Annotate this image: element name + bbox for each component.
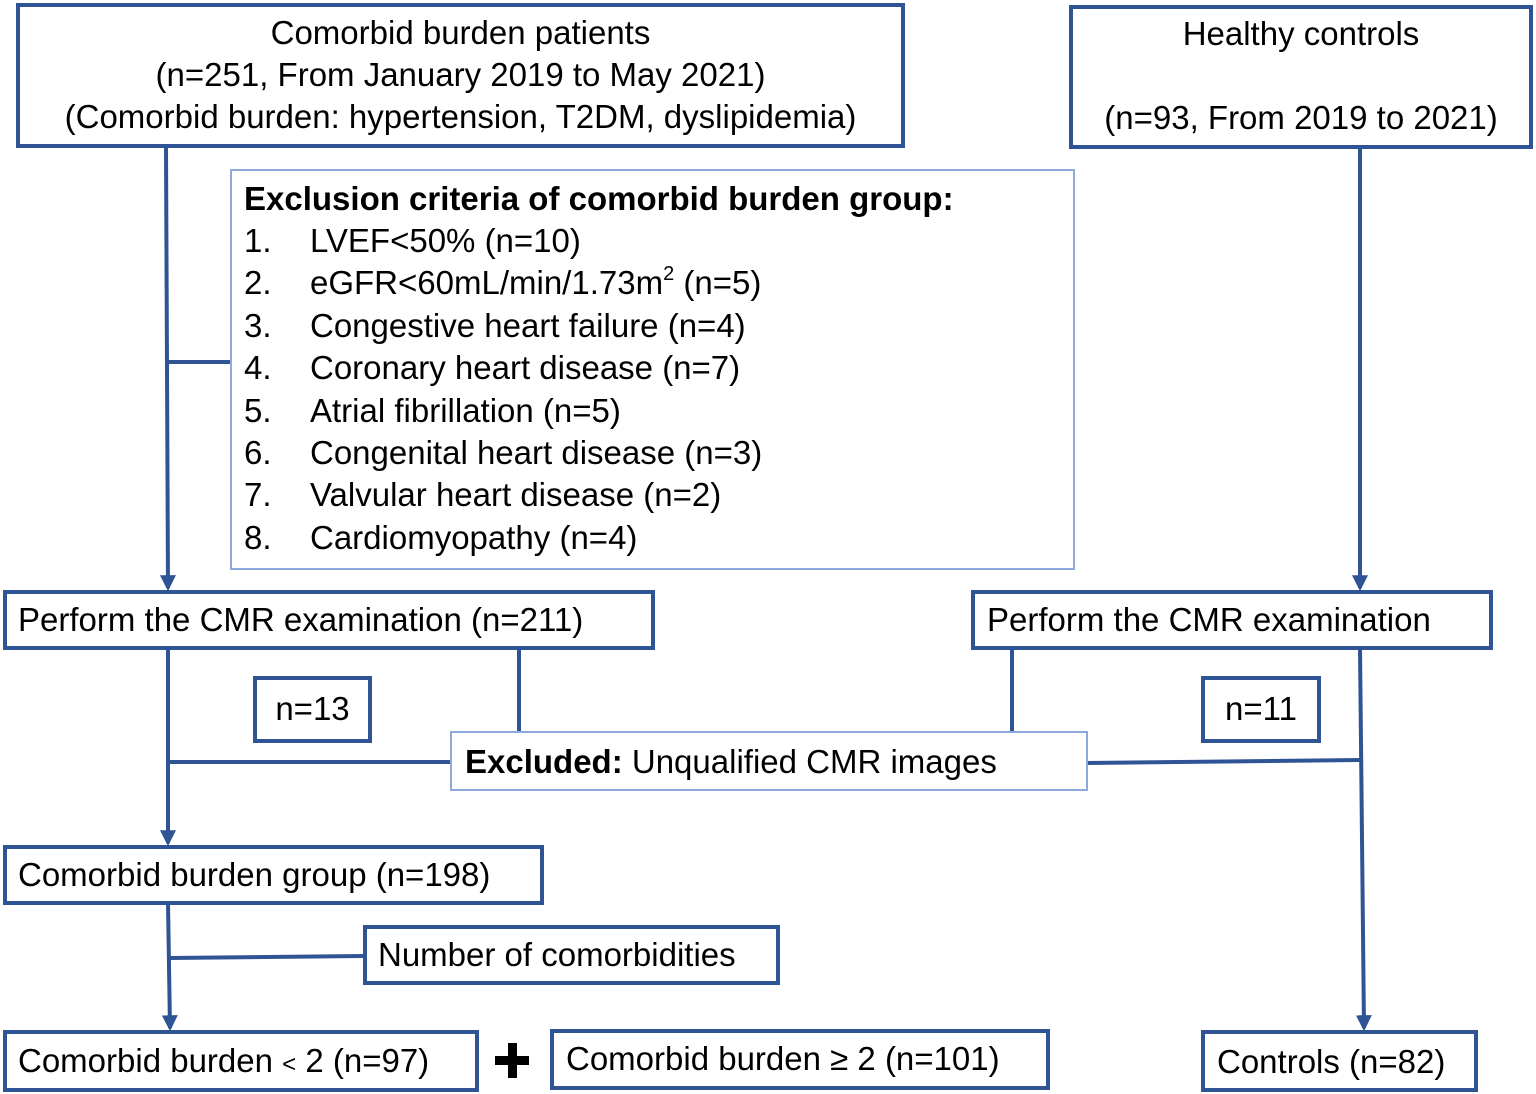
branch-to-number bbox=[168, 954, 364, 960]
cmr-right-label: Perform the CMR examination bbox=[987, 601, 1431, 638]
comorbid-group-box bbox=[3, 845, 544, 905]
patients-box bbox=[16, 3, 905, 148]
cmr-left-box bbox=[3, 590, 655, 650]
controls-final-box bbox=[1201, 1030, 1478, 1092]
patients-comorbidities: (Comorbid burden: hypertension, T2DM, dy… bbox=[64, 98, 857, 135]
comorbid-group-label: Comorbid burden group (n=198) bbox=[18, 856, 491, 893]
number-comorbidities-box bbox=[363, 925, 780, 985]
arrow-group-to-low bbox=[161, 902, 178, 1032]
arrow-cmr-right-to-controls bbox=[1355, 647, 1372, 1032]
branch-right-to-excluded bbox=[1086, 758, 1361, 765]
excluded-left-count: n=13 bbox=[275, 690, 350, 727]
high-burden-label: Comorbid burden ≥ 2 (n=101) bbox=[566, 1040, 1000, 1077]
exclusion-title: Exclusion criteria of comorbid burden gr… bbox=[244, 180, 954, 217]
low-burden-box bbox=[3, 1030, 479, 1092]
excluded-box bbox=[450, 731, 1088, 791]
plus-icon bbox=[495, 1043, 529, 1078]
low-burden-label: Comorbid burden < 2 (n=97) bbox=[18, 1042, 430, 1079]
patients-count: (n=251, From January 2019 to May 2021) bbox=[155, 56, 766, 93]
controls-title: Healthy controls bbox=[1182, 15, 1420, 52]
number-comorbidities-label: Number of comorbidities bbox=[378, 936, 736, 973]
controls-final-label: Controls (n=82) bbox=[1217, 1043, 1446, 1080]
excluded-text: Excluded: Unqualified CMR images bbox=[465, 743, 997, 780]
exclusion-criteria-box bbox=[230, 169, 1075, 570]
controls-box bbox=[1069, 5, 1533, 149]
excluded-left-count-box bbox=[253, 676, 372, 743]
high-burden-box bbox=[550, 1029, 1050, 1090]
controls-count: (n=93, From 2019 to 2021) bbox=[1104, 99, 1498, 136]
cmr-right-box bbox=[971, 590, 1493, 650]
patients-title: Comorbid burden patients bbox=[270, 14, 651, 51]
cmr-left-label: Perform the CMR examination (n=211) bbox=[18, 601, 584, 638]
arrow-patients-to-cmr bbox=[159, 146, 176, 592]
excluded-right-count: n=11 bbox=[1225, 690, 1297, 727]
excluded-right-count-box bbox=[1201, 676, 1321, 743]
